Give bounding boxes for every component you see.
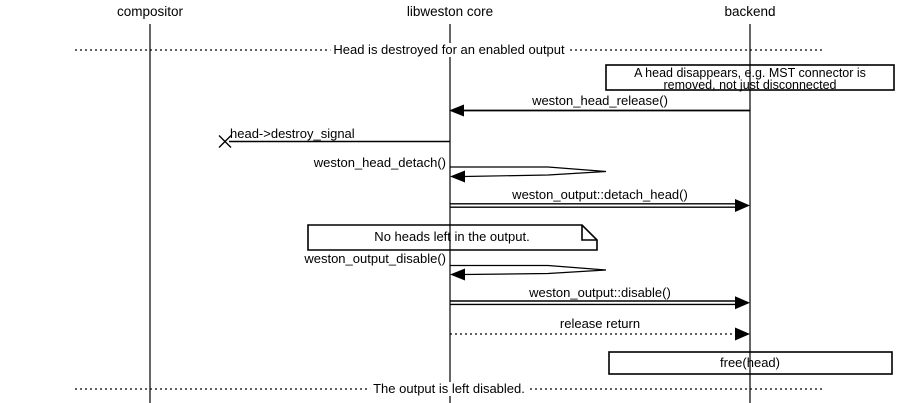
arrowhead-right-icon [735,296,750,310]
note-text-line2: removed, not just disconnected [663,78,837,92]
arrowhead-left-icon [449,104,464,117]
participant-label-compositor: compositor [116,4,184,19]
message-label-release-return: release return [559,316,641,331]
message-label-head-release: weston_head_release() [532,93,668,108]
participant-label-libweston-core: libweston core [406,4,494,19]
note-fold-corner-icon [581,225,597,241]
lost-message-x-icon [218,135,232,148]
note-text-line1: A head disappears, e.g. MST connector is [634,66,866,80]
note-no-heads [307,224,598,251]
message-label-output-disable: weston_output_disable() [304,251,446,266]
self-call-loop-head-detach [450,166,607,178]
message-label-destroy-signal: head->destroy_signal [230,126,355,141]
message-label-head-detach: weston_head_detach() [313,155,446,170]
note-box-free-head [608,351,893,375]
message-label-detach-head: weston_output::detach_head() [512,187,688,202]
note-text-no-heads: No heads left in the output. [374,229,530,244]
participant-label-backend: backend [724,4,776,19]
message-label-disable: weston_output::disable() [529,285,671,300]
arrowhead-right-icon [735,199,750,212]
self-call-loop-output-disable [450,264,607,276]
divider-label-head-destroyed: Head is destroyed for an enabled output [330,43,568,57]
note-text-head-disappears: A head disappears, e.g. MST connector is… [606,66,894,92]
divider-label-output-disabled: The output is left disabled. [370,382,528,396]
arrowhead-right-icon [735,327,750,341]
arrowhead-left-icon [450,170,465,183]
note-box-head-disappears [605,64,895,91]
note-text-free-head: free(head) [720,355,780,370]
arrowhead-left-icon [450,268,465,281]
